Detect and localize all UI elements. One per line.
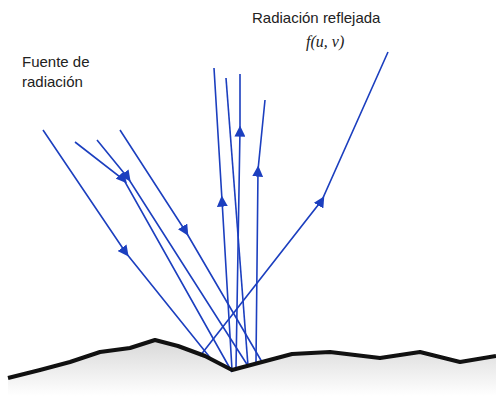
reflected-rays bbox=[200, 52, 388, 370]
rough-surface bbox=[8, 340, 496, 378]
function-label: f(u, v) bbox=[306, 32, 386, 53]
incident-ray bbox=[75, 142, 232, 372]
reflected-ray bbox=[226, 78, 248, 366]
incident-ray bbox=[120, 130, 262, 362]
source-label: Fuente de radiación bbox=[22, 52, 122, 91]
reflected-ray bbox=[256, 100, 265, 362]
incident-ray bbox=[43, 130, 212, 360]
surface-shadow bbox=[8, 340, 496, 396]
reflected-label: Radiación reflejada bbox=[252, 8, 412, 28]
incident-rays bbox=[43, 130, 262, 372]
